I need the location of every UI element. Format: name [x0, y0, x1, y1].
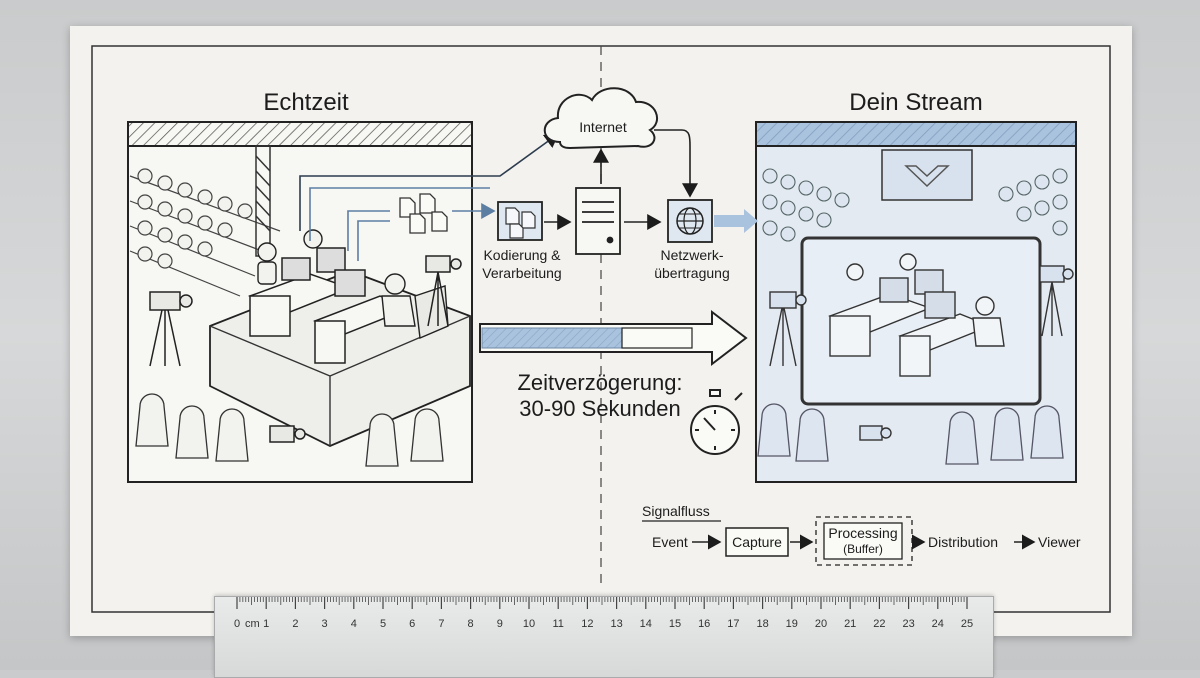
- cloud-globe-arrow: [654, 129, 698, 198]
- flow-step-capture-box: [725, 527, 789, 557]
- arrow-right-icon: [479, 309, 748, 367]
- ruler-number: 2: [292, 618, 298, 630]
- globe-icon: [667, 199, 713, 243]
- ruler-number: 22: [873, 618, 885, 630]
- encoding-label-line1: Kodierung &: [483, 247, 561, 263]
- delay-line2: 30-90 Sekunden: [519, 396, 680, 421]
- left-panel-illustration: [127, 121, 473, 483]
- ruler-number: 18: [756, 618, 768, 630]
- stopwatch-icon: [690, 389, 743, 455]
- ruler-number: 20: [815, 618, 827, 630]
- paper-sheet: Echtzeit: [70, 26, 1132, 636]
- delay-progress-bar: [481, 327, 623, 349]
- flow-step-processing-note: (Buffer): [843, 542, 883, 556]
- server-icon: [575, 187, 621, 255]
- signal-lines: [299, 133, 560, 261]
- ruler-number: 17: [727, 618, 739, 630]
- signal-flow: Signalfluss Event Capture Processing (Bu…: [642, 503, 1081, 566]
- cloud-icon: [543, 87, 658, 150]
- ruler-number: 23: [902, 618, 914, 630]
- ruler-number: 3: [322, 618, 328, 630]
- ruler-number: 21: [844, 618, 856, 630]
- flow-step-capture: Capture: [732, 534, 782, 550]
- ruler-unit: cm: [245, 618, 260, 630]
- ruler-number: 8: [468, 618, 474, 630]
- ruler-number: 5: [380, 618, 386, 630]
- ruler-number: 15: [669, 618, 681, 630]
- ruler-number: 0: [234, 618, 240, 630]
- encoding-label-line2: Verarbeitung: [482, 265, 561, 281]
- ruler-number: 19: [786, 618, 798, 630]
- ruler-number: 10: [523, 618, 535, 630]
- network-label-line2: übertragung: [654, 265, 730, 281]
- flow-step-distribution: Distribution: [928, 534, 998, 550]
- ruler-number: 4: [351, 618, 357, 630]
- signal-flow-title: Signalfluss: [642, 503, 710, 519]
- ruler-number: 12: [581, 618, 593, 630]
- delay-line1: Zeitverzögerung:: [517, 370, 682, 395]
- left-panel-title: Echtzeit: [263, 89, 349, 116]
- ruler-number: 16: [698, 618, 710, 630]
- flow-step-processing-box: [823, 522, 903, 560]
- cloud-label: Internet: [579, 119, 627, 135]
- ruler-number: 1: [263, 618, 269, 630]
- ruler-number: 25: [961, 618, 973, 630]
- diagram-canvas: Echtzeit: [91, 45, 1111, 613]
- ruler-number: 11: [552, 618, 563, 630]
- right-panel-title: Dein Stream: [849, 89, 982, 116]
- ruler-number: 24: [932, 618, 944, 630]
- ruler-number: 6: [409, 618, 415, 630]
- right-panel-illustration: [755, 121, 1077, 483]
- document-icon: [399, 193, 448, 234]
- ruler-number: 9: [497, 618, 503, 630]
- flow-step-processing: Processing: [828, 525, 897, 541]
- ruler-number: 14: [640, 618, 652, 630]
- ruler-number: 7: [438, 618, 444, 630]
- encoding-box: [497, 201, 543, 241]
- network-label-line1: Netzwerk-: [660, 247, 723, 263]
- globe-stream-arrow: [714, 209, 758, 233]
- ruler-number: 13: [610, 618, 622, 630]
- flow-step-event: Event: [652, 534, 688, 550]
- flow-step-viewer: Viewer: [1038, 534, 1081, 550]
